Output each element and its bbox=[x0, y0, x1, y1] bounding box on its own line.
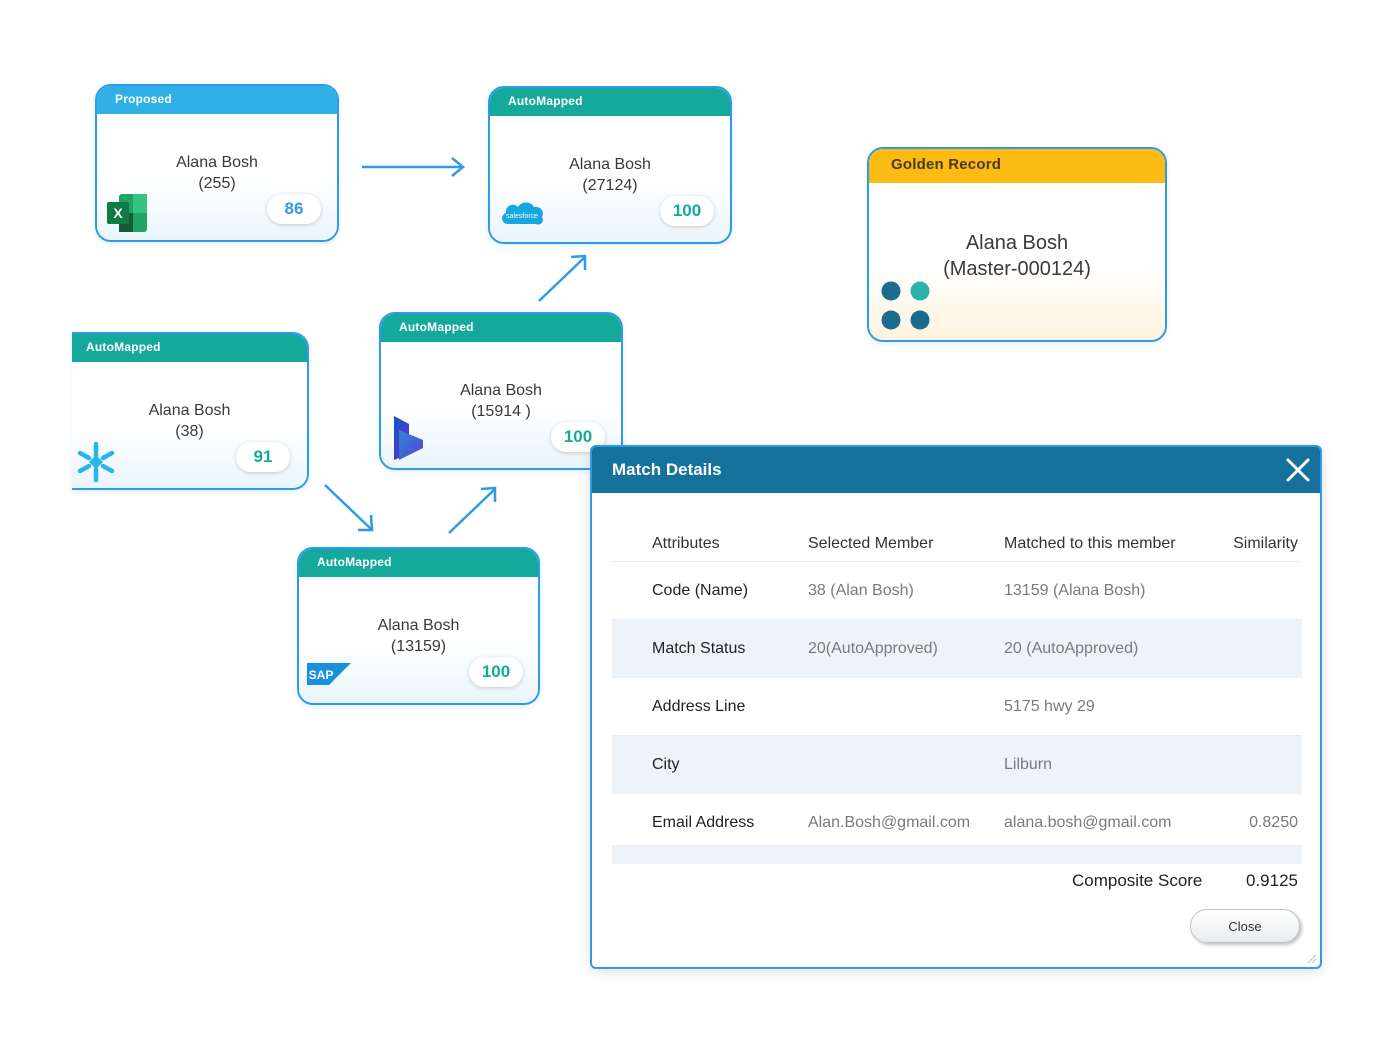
arrow-up-right-icon bbox=[538, 254, 587, 302]
card-record-id: (13159) bbox=[390, 638, 447, 655]
table-row: Code (Name) 38 (Alan Bosh) 13159 (Alana … bbox=[612, 561, 1302, 620]
match-score-badge: 100 bbox=[469, 657, 523, 687]
row-similarity bbox=[1222, 561, 1302, 620]
match-score-badge: 86 bbox=[267, 194, 321, 224]
card-record-id: (Master-000124) bbox=[943, 258, 1091, 280]
row-attribute: Address Line bbox=[612, 677, 808, 736]
card-body: Alana Bosh (255) X 86 bbox=[97, 114, 337, 240]
row-selected-value: Alan.Bosh@gmail.com bbox=[808, 793, 1004, 851]
mdm-dots-icon bbox=[881, 281, 930, 330]
card-record-name: Alana Bosh bbox=[176, 154, 258, 171]
snowflake-icon bbox=[77, 441, 115, 483]
match-score-badge: 100 bbox=[551, 422, 605, 452]
card-record-name: Alana Bosh bbox=[148, 402, 231, 419]
column-header-similarity: Similarity bbox=[1233, 535, 1298, 552]
card-status: AutoMapped bbox=[299, 549, 538, 577]
sap-icon: SAP bbox=[307, 663, 351, 685]
match-details-table: Attributes Selected Member Matched to th… bbox=[612, 527, 1302, 851]
row-selected-value bbox=[808, 735, 1004, 794]
table-row: Email Address Alan.Bosh@gmail.com alana.… bbox=[612, 793, 1302, 851]
row-attribute: Email Address bbox=[612, 793, 808, 851]
row-similarity bbox=[1222, 619, 1302, 678]
card-status: AutoMapped bbox=[72, 334, 307, 362]
arrow-right-icon bbox=[362, 157, 465, 177]
card-record-name: Alana Bosh bbox=[460, 382, 542, 399]
record-card-snowflake[interactable]: AutoMapped Alana Bosh (38) 91 bbox=[72, 332, 309, 490]
record-card-salesforce[interactable]: AutoMapped Alana Bosh (27124) salesforce… bbox=[488, 86, 732, 244]
card-record-id: (255) bbox=[198, 175, 236, 192]
arrow-down-right-icon bbox=[324, 484, 374, 532]
excel-icon: X bbox=[107, 194, 147, 232]
card-body: Alana Bosh (38) 91 bbox=[72, 362, 307, 488]
table-row: Address Line 5175 hwy 29 bbox=[612, 677, 1302, 736]
composite-score-label: Composite Score bbox=[1072, 871, 1203, 890]
card-record-id: (15914 ) bbox=[471, 403, 531, 420]
card-record-name: Alana Bosh bbox=[569, 156, 651, 173]
table-row-empty bbox=[612, 845, 1302, 864]
table-row: City Lilburn bbox=[612, 735, 1302, 794]
salesforce-logo-text: salesforce bbox=[506, 213, 538, 220]
golden-record-card[interactable]: Golden Record Alana Bosh (Master-000124) bbox=[867, 147, 1167, 342]
dialog-header: Match Details bbox=[592, 447, 1320, 493]
dialog-title: Match Details bbox=[612, 460, 722, 479]
row-selected-value: 20(AutoApproved) bbox=[808, 619, 1004, 678]
salesforce-icon: salesforce bbox=[502, 202, 543, 225]
svg-text:X: X bbox=[113, 205, 123, 221]
composite-score-value: 0.9125 bbox=[1246, 871, 1298, 890]
row-matched-value: alana.bosh@gmail.com bbox=[1004, 793, 1222, 851]
card-status: Golden Record bbox=[869, 149, 1165, 183]
column-header-attributes: Attributes bbox=[652, 535, 720, 552]
row-selected-value bbox=[808, 677, 1004, 736]
card-record-id: (27124) bbox=[582, 177, 638, 194]
close-icon[interactable] bbox=[1284, 456, 1312, 484]
table-header-row: Attributes Selected Member Matched to th… bbox=[612, 527, 1302, 562]
card-body: Alana Bosh (Master-000124) bbox=[869, 183, 1165, 340]
row-attribute: Code (Name) bbox=[612, 561, 808, 620]
match-details-dialog: Match Details Attributes Selected Member… bbox=[590, 445, 1322, 969]
record-card-sap[interactable]: AutoMapped Alana Bosh (13159) SAP 100 bbox=[297, 547, 540, 705]
card-status: AutoMapped bbox=[381, 314, 621, 342]
record-card-dynamics[interactable]: AutoMapped Alana Bosh (15914 ) 100 bbox=[379, 312, 623, 470]
match-score-badge: 91 bbox=[236, 442, 290, 472]
card-record-name: Alana Bosh bbox=[377, 617, 460, 634]
card-body: Alana Bosh (27124) salesforce 100 bbox=[490, 116, 730, 242]
card-record-name: Alana Bosh bbox=[965, 232, 1069, 254]
row-selected-value: 38 (Alan Bosh) bbox=[808, 561, 1004, 620]
column-header-selected-member: Selected Member bbox=[808, 535, 934, 552]
row-attribute: Match Status bbox=[612, 619, 808, 678]
row-matched-value: 20 (AutoApproved) bbox=[1004, 619, 1222, 678]
card-status: Proposed bbox=[97, 86, 337, 114]
record-card-proposed[interactable]: Proposed Alana Bosh (255) X 86 bbox=[95, 84, 339, 242]
resize-grip-icon[interactable] bbox=[1307, 954, 1317, 964]
card-body: Alana Bosh (15914 ) 100 bbox=[381, 342, 621, 468]
dynamics-icon bbox=[394, 416, 423, 460]
arrow-up-right-icon bbox=[448, 486, 497, 534]
close-button[interactable]: Close bbox=[1190, 909, 1300, 943]
sap-logo-text: SAP bbox=[309, 668, 334, 682]
row-matched-value: 5175 hwy 29 bbox=[1004, 677, 1222, 736]
row-similarity: 0.8250 bbox=[1222, 793, 1302, 851]
row-similarity bbox=[1222, 735, 1302, 794]
row-attribute: City bbox=[612, 735, 808, 794]
row-matched-value: Lilburn bbox=[1004, 735, 1222, 794]
card-body: Alana Bosh (13159) SAP 100 bbox=[299, 577, 538, 703]
card-record-id: (38) bbox=[175, 423, 204, 440]
card-status: AutoMapped bbox=[490, 88, 730, 116]
row-matched-value: 13159 (Alana Bosh) bbox=[1004, 561, 1222, 620]
row-similarity bbox=[1222, 677, 1302, 736]
match-score-badge: 100 bbox=[660, 196, 714, 226]
column-header-matched-member: Matched to this member bbox=[1004, 535, 1176, 552]
table-row: Match Status 20(AutoApproved) 20 (AutoAp… bbox=[612, 619, 1302, 678]
